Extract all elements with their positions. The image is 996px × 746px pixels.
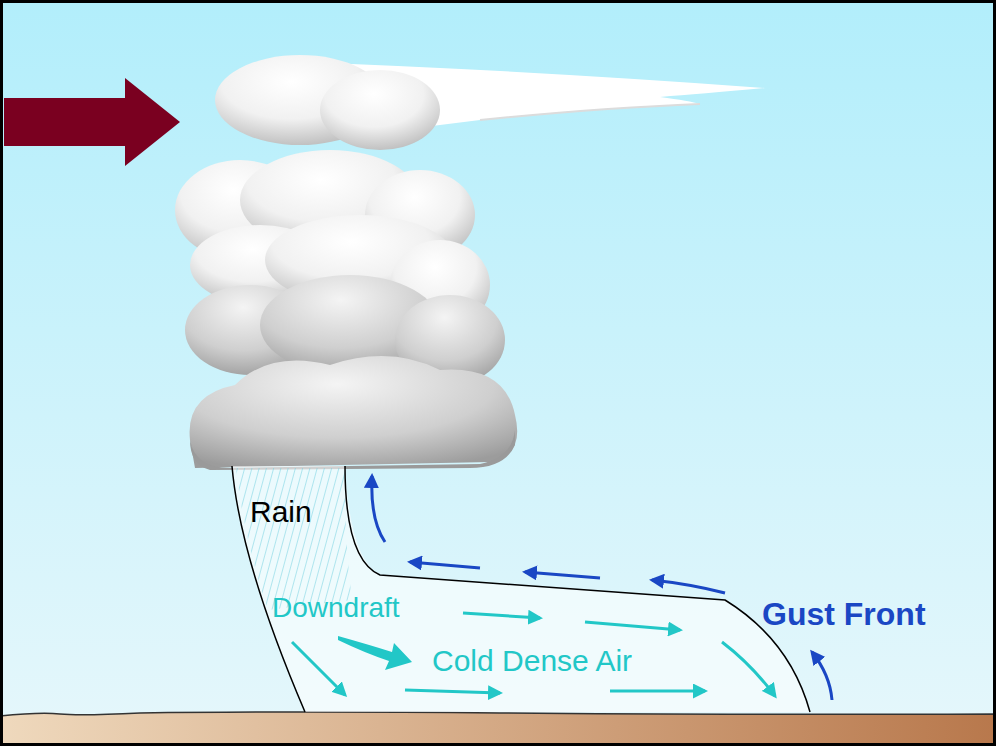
gust-front-label: Gust Front (762, 598, 926, 630)
rain-label: Rain (250, 497, 312, 527)
downdraft-label: Downdraft (272, 594, 400, 622)
cold-air-label: Cold Dense Air (432, 646, 632, 676)
